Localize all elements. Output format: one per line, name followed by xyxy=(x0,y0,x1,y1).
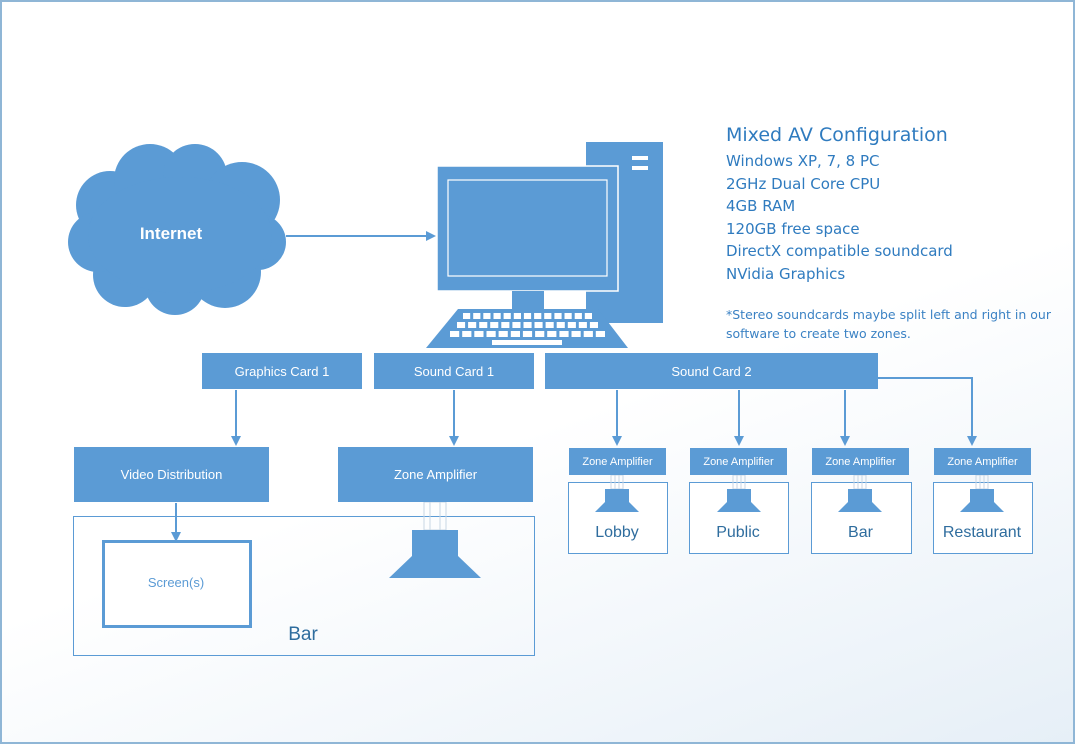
spec-panel: Mixed AV Configuration Windows XP, 7, 8 … xyxy=(726,124,953,285)
zone-label: Lobby xyxy=(595,524,639,541)
keyboard-key xyxy=(479,322,488,328)
keyboard-key xyxy=(462,331,472,337)
zone-amplifier: Zone Amplifier xyxy=(812,448,909,475)
speaker-icon xyxy=(717,475,761,512)
keyboard-key xyxy=(584,313,592,319)
sound-card-1: Sound Card 1 xyxy=(374,353,534,389)
keyboard-key xyxy=(468,322,477,328)
spec-line: 120GB free space xyxy=(726,219,860,238)
spec-line: NVidia Graphics xyxy=(726,264,846,283)
keyboard-key xyxy=(571,331,581,337)
keyboard-key xyxy=(583,331,593,337)
speaker-icon xyxy=(389,502,481,578)
sound-card-2: Sound Card 2 xyxy=(545,353,878,389)
keyboard-key xyxy=(545,322,554,328)
keyboard-key xyxy=(578,322,587,328)
spec-title: Mixed AV Configuration xyxy=(726,124,948,146)
speaker-icon xyxy=(838,475,882,512)
zone-amplifier: Zone Amplifier xyxy=(934,448,1031,475)
zone-label: Public xyxy=(716,524,760,541)
keyboard-key xyxy=(556,322,565,328)
keyboard-key xyxy=(463,313,471,319)
keyboard-icon xyxy=(426,309,628,348)
keyboard-key xyxy=(523,313,532,319)
screen-box xyxy=(102,540,252,628)
keyboard-key xyxy=(490,322,499,328)
keyboard-key xyxy=(589,322,598,328)
speaker-icon xyxy=(960,475,1004,512)
keyboard-key xyxy=(512,322,521,328)
bar-zone-label: Bar xyxy=(288,624,318,645)
keyboard-key xyxy=(535,331,545,337)
keyboard-key xyxy=(503,313,511,319)
keyboard-key xyxy=(567,322,576,328)
keyboard-spacebar xyxy=(492,340,562,345)
spec-line: DirectX compatible soundcard xyxy=(726,242,953,260)
keyboard-key xyxy=(483,313,491,319)
spec-line: 4GB RAM xyxy=(726,197,796,215)
screen-label: Screen(s) xyxy=(147,574,205,590)
graphics-card-1: Graphics Card 1 xyxy=(202,353,362,389)
sound2-to-restaurant-arrow xyxy=(878,377,977,446)
spec-note: *Stereo soundcards maybe split left and … xyxy=(726,307,1051,341)
keyboard-key xyxy=(554,313,562,319)
keyboard-key xyxy=(510,331,520,337)
spec-line: Windows XP, 7, 8 PC xyxy=(726,152,880,170)
video-distribution: Video Distribution xyxy=(74,447,269,502)
keyboard-key xyxy=(493,313,501,319)
keyboard-key xyxy=(595,331,605,337)
keyboard-key xyxy=(534,313,542,319)
keyboard-key xyxy=(450,331,460,337)
zone-amplifier: Zone Amplifier xyxy=(690,448,787,475)
keyboard-key xyxy=(522,331,533,337)
spec-line: 2GHz Dual Core CPU xyxy=(726,174,881,193)
keyboard-key xyxy=(564,313,572,319)
keyboard-key xyxy=(513,313,521,319)
internet-cloud-icon xyxy=(68,144,286,315)
keyboard-key xyxy=(486,331,496,337)
keyboard-key xyxy=(501,322,510,328)
main-zone-amplifier: Zone Amplifier xyxy=(338,447,533,502)
speaker-icon xyxy=(595,475,639,512)
bar-zone-area xyxy=(73,516,535,656)
zone-label: Restaurant xyxy=(942,524,1022,541)
internet-label: Internet xyxy=(139,224,203,243)
keyboard-key xyxy=(547,331,557,337)
zone-label: Bar xyxy=(848,524,873,541)
keyboard-key xyxy=(498,331,508,337)
keyboard-key xyxy=(523,322,532,328)
zone-amplifier: Zone Amplifier xyxy=(569,448,666,475)
keyboard-key xyxy=(574,313,582,319)
keyboard-key xyxy=(457,322,466,328)
pc-monitor-icon xyxy=(436,165,619,309)
keyboard-key xyxy=(544,313,552,319)
keyboard-key xyxy=(473,313,481,319)
keyboard-key xyxy=(559,331,569,337)
keyboard-key xyxy=(534,322,543,328)
keyboard-key xyxy=(474,331,484,337)
